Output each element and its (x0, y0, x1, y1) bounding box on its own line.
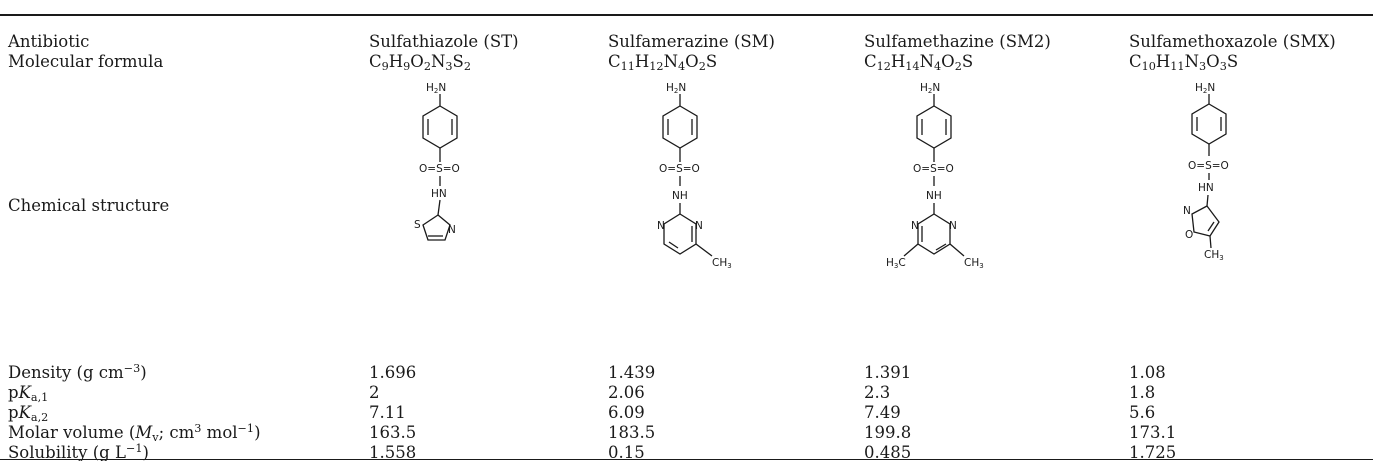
formula-smx: C10H11N3O3S (1129, 52, 1239, 74)
pyrimidine-n2-label: N (949, 220, 957, 232)
pyrimidine-n2-label: N (695, 220, 703, 232)
amine-label: H2N (920, 82, 940, 95)
table-row-molar-volume: Molar volume (Mv; cm3 mol−1) 163.5 183.5… (0, 421, 1373, 445)
row-label-antibiotic: Antibiotic (8, 32, 90, 51)
table-row-solubility: Solubility (g L−1) 1.558 0.15 0.485 1.72… (0, 443, 1373, 461)
molar-volume-sm2: 199.8 (864, 423, 912, 442)
pyrimidine-n1-label: N (911, 220, 919, 232)
antibiotic-name-smx: Sulfamethoxazole (SMX) (1129, 32, 1336, 51)
antibiotic-name-st: Sulfathiazole (ST) (369, 32, 519, 51)
table-row-density: Density (g cm−3) 1.696 1.439 1.391 1.08 (0, 363, 1373, 383)
row-label-formula: Molecular formula (8, 52, 164, 71)
table-bottom-rule (0, 459, 1373, 460)
pyrimidine-ring (663, 213, 697, 255)
methyl-label: CH3 (1204, 249, 1224, 262)
molar-volume-st: 163.5 (369, 423, 417, 442)
pka2-sm: 6.09 (608, 403, 645, 422)
pka1-sm: 2.06 (608, 383, 645, 402)
row-label-structure: Chemical structure (8, 196, 170, 215)
pyrimidine-n1-label: N (657, 220, 665, 232)
row-label-molar-volume: Molar volume (Mv; cm3 mol−1) (8, 421, 261, 445)
methyl-label-right: CH3 (964, 257, 984, 270)
pka1-st: 2 (369, 383, 380, 402)
table-row-pka2: pKa,2 7.11 6.09 7.49 5.6 (0, 403, 1373, 423)
density-st: 1.696 (369, 363, 417, 382)
structure-sulfathiazole: H2N O=S=O HN S N (414, 82, 460, 241)
solubility-sm: 0.15 (608, 443, 645, 461)
hn-label: HN (1198, 182, 1214, 194)
methyl-label: CH3 (712, 257, 732, 270)
table-row-formula: Molecular formula C9H9O2N3S2 C11H12N4O2S… (0, 52, 1373, 72)
isoxazole-o-label: O (1185, 229, 1193, 241)
sulfonyl-label: O=S=O (913, 163, 954, 175)
density-sm2: 1.391 (864, 363, 912, 382)
sulfonyl-label: O=S=O (1188, 160, 1229, 172)
formula-sm: C11H12N4O2S (608, 52, 718, 74)
sulfonyl-label: O=S=O (659, 163, 700, 175)
thiazole-s-label: S (414, 219, 421, 231)
antibiotic-name-sm: Sulfamerazine (SM) (608, 32, 775, 51)
methyl-label-left: H3C (886, 257, 906, 270)
thiazole-n-label: N (448, 224, 456, 236)
structure-sulfamethazine: H2N O=S=O NH N N H3C CH3 (886, 82, 984, 270)
row-label-density: Density (g cm−3) (8, 361, 147, 382)
nh-label: NH (926, 190, 942, 202)
density-sm: 1.439 (608, 363, 656, 382)
row-label-pka2: pKa,2 (8, 403, 49, 425)
hn-label: HN (431, 188, 447, 200)
amine-label: H2N (666, 82, 686, 95)
molar-volume-sm: 183.5 (608, 423, 656, 442)
solubility-smx: 1.725 (1129, 443, 1177, 461)
structure-sulfamethoxazole: H2N O=S=O HN N O CH3 (1183, 82, 1229, 262)
structure-sulfamerazine: H2N O=S=O NH N N CH3 (657, 82, 732, 270)
pka2-sm2: 7.49 (864, 403, 901, 422)
pka2-st: 7.11 (369, 403, 406, 422)
molar-volume-smx: 173.1 (1129, 423, 1177, 442)
row-label-pka1: pKa,1 (8, 383, 49, 405)
solubility-sm2: 0.485 (864, 443, 912, 461)
density-smx: 1.08 (1129, 363, 1166, 382)
amine-label: H2N (1195, 82, 1215, 95)
pka2-smx: 5.6 (1129, 403, 1156, 422)
row-label-solubility: Solubility (g L−1) (8, 443, 149, 461)
isoxazole-ring (1191, 205, 1220, 237)
formula-sm2: C12H14N4O2S (864, 52, 974, 74)
nh-label: NH (672, 190, 688, 202)
thiazole-ring (422, 214, 451, 241)
isoxazole-n-label: N (1183, 205, 1191, 217)
antibiotic-name-sm2: Sulfamethazine (SM2) (864, 32, 1051, 51)
amine-label: H2N (426, 82, 446, 95)
pka1-sm2: 2.3 (864, 383, 891, 402)
table-top-rule (0, 14, 1373, 16)
pka1-smx: 1.8 (1129, 383, 1156, 402)
formula-st: C9H9O2N3S2 (369, 52, 471, 74)
table-row-structure: Chemical structure (0, 196, 1373, 216)
table-row-antibiotic: Antibiotic Sulfathiazole (ST) Sulfameraz… (0, 32, 1373, 52)
sulfonyl-label: O=S=O (419, 163, 460, 175)
table-row-pka1: pKa,1 2 2.06 2.3 1.8 (0, 383, 1373, 403)
solubility-st: 1.558 (369, 443, 417, 461)
pyrimidine-ring (917, 213, 951, 255)
